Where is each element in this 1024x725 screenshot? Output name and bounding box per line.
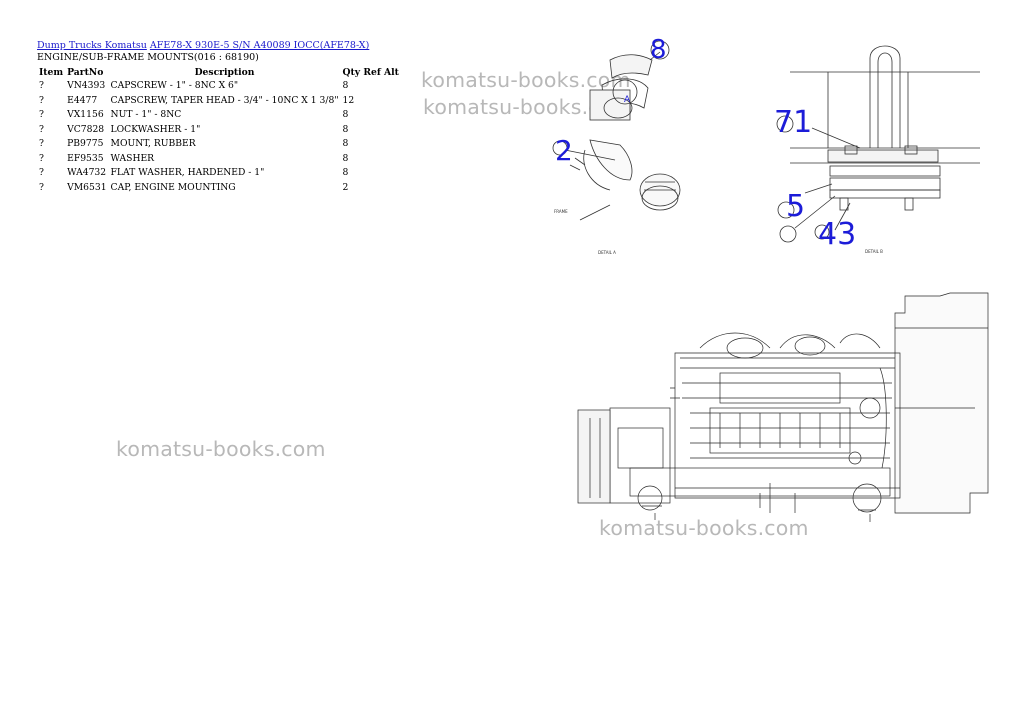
detail-b-drawing: 71 5 43 DETAIL B — [774, 45, 980, 254]
cell-item: ? — [39, 138, 44, 149]
cell-qty: 8 — [342, 152, 349, 164]
cell-qty: 2 — [342, 181, 349, 193]
label-frame: FRAME — [554, 209, 568, 214]
cell-qty: 8 — [342, 80, 349, 91]
table-row: ? E4477 CAPSCREW, TAPER HEAD - 3/4" - 10NC… — [37, 94, 401, 109]
cell-description: LOCKWASHER - 1" — [110, 123, 201, 135]
label-detail-a: DETAIL A — [598, 250, 616, 255]
cell-partno: WA4732 — [67, 167, 107, 178]
cell-description: CAPSCREW, TAPER HEAD - 3/4" - 10NC X 1 3… — [110, 94, 339, 106]
callout-8: 8 — [650, 35, 667, 65]
callout-71: 71 — [774, 105, 812, 140]
parts-list-panel: Dump Trucks Komatsu AFE78-X 930E-5 S/N A… — [37, 40, 399, 195]
header-partno: PartNo — [67, 67, 104, 78]
cell-qty: 8 — [342, 109, 349, 120]
watermark: komatsu-books.com — [421, 68, 631, 92]
cell-item: ? — [39, 181, 44, 193]
breadcrumb-link-category[interactable]: Dump Trucks Komatsu — [37, 40, 147, 51]
callout-5: 5 — [786, 189, 805, 224]
breadcrumb: Dump Trucks Komatsu AFE78-X 930E-5 S/N A… — [37, 40, 397, 52]
cell-description: CAPSCREW - 1" - 8NC X 6" — [110, 80, 239, 91]
cell-description: WASHER — [110, 152, 155, 164]
table-row: ? VN4393 CAPSCREW - 1" - 8NC X 6" 8 — [37, 79, 401, 94]
cell-item: ? — [39, 109, 44, 120]
cell-description: CAP, ENGINE MOUNTING — [110, 181, 236, 193]
header-description: Description — [194, 67, 255, 78]
table-row: ? VX1156 NUT - 1" - 8NC 8 — [37, 108, 401, 123]
label-a-small: A — [624, 95, 631, 105]
cell-item: ? — [39, 80, 44, 91]
header-qty: Qty Ref Alt — [342, 67, 399, 78]
watermark: komatsu-books.com — [116, 437, 326, 461]
detail-a-drawing: 8 2 FRAME DETAIL A A — [552, 35, 681, 255]
cell-partno: VX1156 — [67, 109, 104, 120]
callout-43: 43 — [818, 217, 856, 252]
label-detail-b: DETAIL B — [865, 249, 883, 254]
cell-item: ? — [39, 152, 44, 164]
cell-partno: VM6531 — [67, 181, 107, 193]
cell-item: ? — [39, 167, 44, 178]
table-row: ? VC7828 LOCKWASHER - 1" 8 — [37, 123, 401, 138]
cell-partno: EF9535 — [67, 152, 104, 164]
cell-item: ? — [39, 123, 44, 135]
cell-description: MOUNT, RUBBER — [110, 138, 196, 149]
cell-qty: 8 — [342, 138, 349, 149]
cell-qty: 8 — [342, 167, 349, 178]
parts-table: Item PartNo Description Qty Ref Alt ? VN4… — [37, 66, 401, 195]
cell-qty: 8 — [342, 123, 349, 135]
section-title: ENGINE/SUB-FRAME MOUNTS(016 : 68190) — [37, 52, 259, 63]
watermark: komatsu-books.com — [599, 516, 809, 540]
callout-2: 2 — [555, 134, 573, 167]
table-row: ? EF9535 WASHER 8 — [37, 152, 401, 167]
cell-partno: VC7828 — [67, 123, 105, 135]
cell-partno: E4477 — [67, 94, 98, 106]
table-header-row: Item PartNo Description Qty Ref Alt — [37, 66, 401, 79]
header-item: Item — [39, 67, 64, 78]
engine-assembly-drawing — [577, 292, 989, 522]
cell-qty: 12 — [342, 94, 355, 106]
table-row: ? PB9775 MOUNT, RUBBER 8 — [37, 137, 401, 152]
cell-description: NUT - 1" - 8NC — [110, 109, 182, 120]
cell-description: FLAT WASHER, HARDENED - 1" — [110, 167, 265, 178]
breadcrumb-link-model[interactable]: AFE78-X 930E-5 S/N A40089 IOCC(AFE78-X) — [149, 40, 370, 51]
cell-partno: VN4393 — [67, 80, 106, 91]
cell-item: ? — [39, 94, 44, 106]
cell-partno: PB9775 — [67, 138, 104, 149]
